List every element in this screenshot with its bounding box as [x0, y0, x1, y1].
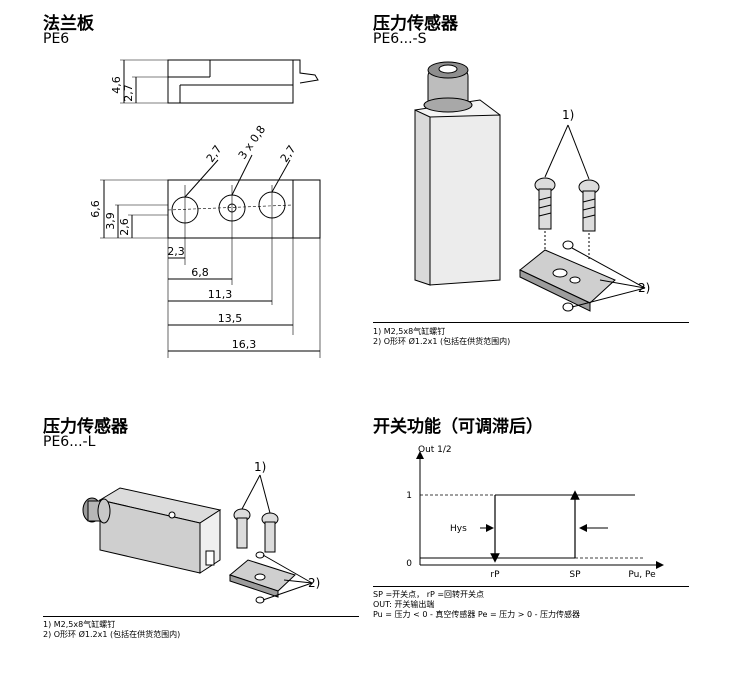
- y-axis-label: Out 1/2: [418, 445, 452, 455]
- callout-1-s: 1): [562, 108, 574, 122]
- dim-height-mid: 3,9: [104, 212, 117, 230]
- callout-2-s: 2): [638, 281, 650, 295]
- sensor-l-divider: [43, 616, 359, 617]
- sensor-s-title: 压力传感器: [373, 14, 458, 34]
- switch-diagram: Out 1/2 1 0 Hys rP SP Pu, Pe: [406, 445, 664, 580]
- dim-len5: 16,3: [232, 338, 257, 351]
- hys-label: Hys: [450, 524, 467, 534]
- sensor-s-drawing: 1) 2): [414, 61, 650, 312]
- sensor-s-model: PE6...-S: [373, 31, 427, 47]
- screw-icon: [233, 508, 279, 553]
- dim-len1: 2,3: [167, 245, 185, 258]
- x-label-rp: rP: [490, 570, 500, 580]
- sensor-l-drawing: 1) 2): [82, 460, 320, 604]
- y-tick-high: 1: [406, 491, 412, 501]
- dim-side-total: 4,6: [110, 76, 123, 94]
- sensor-s-divider: [373, 322, 689, 323]
- dim-len2: 6,8: [191, 266, 209, 279]
- dim-side-part: 2,7: [122, 84, 135, 102]
- switch-note-3: Pu = 压力 < 0 - 真空传感器 Pe = 压力 > 0 - 压力传感器: [373, 610, 581, 619]
- dim-len4: 13,5: [218, 312, 243, 325]
- dim-height-low: 2,6: [118, 218, 131, 236]
- callout-1-l: 1): [254, 460, 266, 474]
- x-label-sp: SP: [569, 570, 581, 580]
- dim-hole-left: 2,7: [204, 143, 225, 165]
- screw-icon: [534, 177, 600, 232]
- flange-side-body: [167, 59, 294, 104]
- dim-height-total: 6,6: [89, 200, 102, 218]
- switch-title: 开关功能（可调滞后）: [373, 417, 543, 437]
- switch-note-1: SP =开关点， rP =回转开关点: [373, 590, 485, 599]
- sensor-l-note-1: 1) M2,5x8气缸螺钉: [43, 620, 116, 629]
- switch-note-2: OUT: 开关输出端: [373, 600, 435, 609]
- flange-model: PE6: [43, 31, 70, 47]
- sensor-s-note-1: 1) M2,5x8气缸螺钉: [373, 327, 446, 336]
- flange-title: 法兰板: [43, 14, 94, 34]
- o-ring-icon: [255, 551, 265, 559]
- switch-divider: [373, 586, 689, 587]
- callout-2-l: 2): [308, 576, 320, 590]
- sensor-l-title: 压力传感器: [43, 417, 128, 437]
- sensor-l-note-2: 2) O形环 Ø1.2x1 (包括在供货范围内): [43, 630, 181, 639]
- o-ring-icon: [562, 240, 574, 250]
- dim-hole-right: 2,7: [278, 143, 299, 165]
- dim-len3: 11,3: [208, 288, 233, 301]
- sensor-l-model: PE6...-L: [43, 434, 96, 450]
- flange-drawing: 4,6 2,7 2,7 3 x 0,8 2,7 6,6 3,9 2,6 2,3 …: [89, 59, 321, 358]
- x-label-pressure: Pu, Pe: [628, 570, 656, 580]
- y-tick-low: 0: [406, 559, 412, 569]
- sensor-s-note-2: 2) O形环 Ø1.2x1 (包括在供货范围内): [373, 337, 511, 346]
